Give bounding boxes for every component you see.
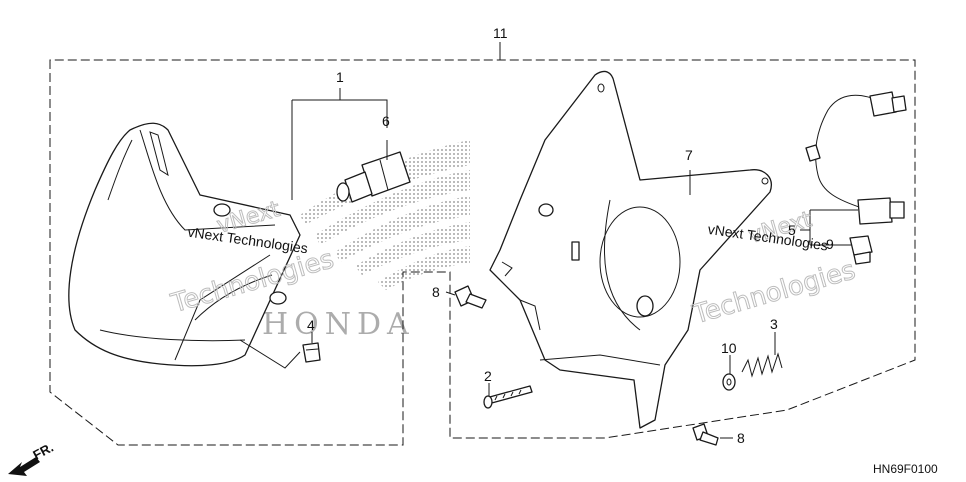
callout-5: 5: [788, 222, 796, 238]
honda-wordmark: HONDA: [262, 307, 415, 342]
leader-lines: [239, 88, 858, 439]
screw-upper: [454, 285, 487, 309]
callout-4: 4: [307, 317, 315, 333]
callout-8-lower: 8: [737, 430, 745, 446]
washer: [722, 373, 736, 391]
screw-lower: [692, 423, 719, 446]
headlight-bracket: [489, 70, 772, 429]
callout-3: 3: [770, 316, 778, 332]
callout-2: 2: [484, 368, 492, 384]
callout-10: 10: [721, 340, 737, 356]
headlight-assembly: [68, 122, 301, 367]
callout-1: 1: [336, 69, 344, 85]
adjusting-screw: [483, 385, 533, 409]
clip-nut: [302, 342, 321, 363]
callout-8-upper: 8: [432, 284, 440, 300]
diagram-code: HN69F0100: [873, 462, 938, 476]
wiring-harness: [805, 91, 907, 225]
harness-clip: [849, 235, 873, 265]
headlight-bulb: [336, 151, 411, 203]
front-arrow: FR.: [8, 440, 56, 476]
callout-7: 7: [685, 147, 693, 163]
callout-9: 9: [826, 236, 834, 252]
callout-11: 11: [493, 25, 508, 41]
assembly-group-outline: [49, 59, 916, 446]
adjusting-spring: [741, 352, 783, 378]
callout-6: 6: [382, 113, 390, 129]
